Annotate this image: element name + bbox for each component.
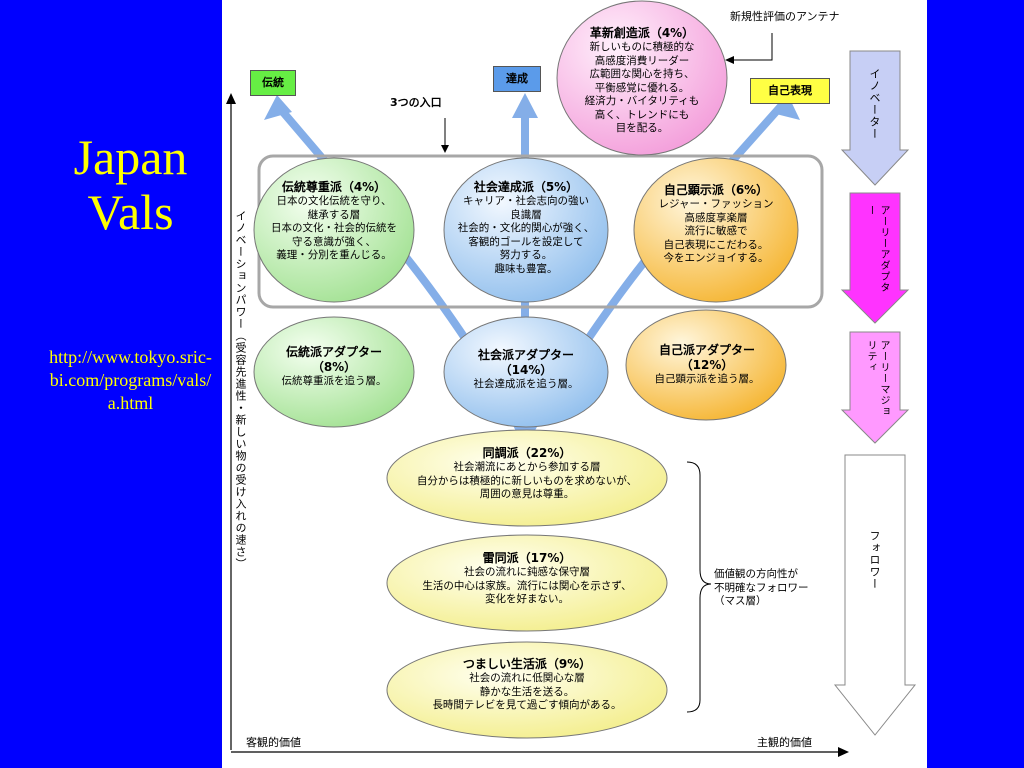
social-adapter-title: 社会派アダプター xyxy=(477,348,574,362)
tradition-adapter-text: 伝統派アダプター （8%） 伝統尊重派を追う層。 xyxy=(259,345,409,389)
follower-arrow-label: フォロワー xyxy=(868,530,881,590)
x-axis-right-label: 主観的価値 xyxy=(757,736,812,749)
social-adapter-desc: 社会達成派を追う層。 xyxy=(473,378,579,390)
self-expression-line: 自己表現にこだわる。 xyxy=(663,238,769,251)
achiever-line: 努力する。 xyxy=(499,249,553,261)
tradition-line: 継承する層 xyxy=(307,208,361,221)
conformist-text: 同調派（22%） 社会潮流にあとから参加する層 自分からは積極的に新しいものを求… xyxy=(397,446,657,502)
achiever-title: 社会達成派（5%） xyxy=(473,180,579,194)
brace-note-line: 価値観の方向性が xyxy=(714,568,798,580)
innovator-text: 革新創造派（4%） 新しいものに積極的な 高感度消費リーダー 広範囲な関心を持ち… xyxy=(567,26,717,136)
arrow-innovator xyxy=(840,50,910,186)
conformist-title: 同調派（22%） xyxy=(482,446,572,460)
circle-self-adapter xyxy=(625,309,787,421)
follower-title: 雷同派（17%） xyxy=(482,551,572,565)
tradition-title: 伝統尊重派（4%） xyxy=(281,180,387,194)
follower-line: 変化を好まない。 xyxy=(485,593,569,605)
arrow-early-adopter xyxy=(840,192,910,324)
social-adapter-pct: （14%） xyxy=(499,363,553,377)
brace-note-line: 不明確なフォロワー xyxy=(714,581,809,594)
tradition-adapter-title: 伝統派アダプター xyxy=(285,345,382,359)
achiever-line: 趣味も豊富。 xyxy=(494,262,558,275)
conformist-line: 周囲の意見は尊重。 xyxy=(479,488,575,500)
goal-tradition: 伝統 xyxy=(250,70,296,96)
goal-achievement: 達成 xyxy=(493,66,541,92)
vals-diagram: 伝統 達成 自己表現 新規性評価のアンテナ 3つの入口 革新創造派（4%） 新し… xyxy=(222,0,927,768)
circle-tradition xyxy=(253,157,415,303)
tradition-line: 日本の文化・社会的伝統を xyxy=(271,222,397,234)
self-adapter-pct: （12%） xyxy=(680,358,734,372)
entrances-label: 3つの入口 xyxy=(390,96,442,109)
arrowhead-self-expression xyxy=(772,95,800,120)
ellipse-frugal xyxy=(386,641,668,739)
early-adopter-arrow-label: アーリーアダプター xyxy=(865,205,889,293)
achiever-text: 社会達成派（5%） キャリア・社会志向の強い 良識層 社会的・文化的関心が強く、… xyxy=(449,180,603,276)
follower-text: 雷同派（17%） 社会の流れに鈍感な保守層 生活の中心は家族。流行には関心を示さ… xyxy=(397,551,657,607)
circle-tradition-adapter xyxy=(253,316,415,428)
self-expression-text: 自己顕示派（6%） レジャー・ファッション 高感度享楽層 流行に敏感で 自己表現… xyxy=(639,183,793,266)
achiever-line: 社会的・文化的関心が強く、 xyxy=(457,222,595,234)
brace-note: 価値観の方向性が 不明確なフォロワー （マス層） xyxy=(714,568,824,609)
frugal-text: つましい生活派（9%） 社会の流れに低関心な層 静かな生活を送る。 長時間テレビ… xyxy=(397,657,657,713)
arrowhead-tradition xyxy=(264,95,292,120)
frugal-title: つましい生活派（9%） xyxy=(462,657,592,671)
conformist-line: 社会潮流にあとから参加する層 xyxy=(453,461,601,473)
slide-title: Japan Vals xyxy=(73,129,188,240)
innovator-circle xyxy=(556,0,728,156)
self-adapter-desc: 自己顕示派を追う層。 xyxy=(654,373,760,385)
tradition-adapter-pct: （8%） xyxy=(311,360,357,374)
tradition-text: 伝統尊重派（4%） 日本の文化伝統を守り、 継承する層 日本の文化・社会的伝統を… xyxy=(259,180,409,263)
self-expression-line: 流行に敏感で xyxy=(684,225,748,237)
achiever-line: キャリア・社会志向の強い xyxy=(463,195,589,207)
diagram-graphics xyxy=(226,0,917,757)
self-expression-title: 自己顕示派（6%） xyxy=(663,183,769,197)
innovator-line: 新しいものに積極的な xyxy=(589,41,695,53)
frugal-line: 社会の流れに低関心な層 xyxy=(469,672,585,684)
circle-achiever xyxy=(443,157,609,303)
goal-self-expression: 自己表現 xyxy=(750,78,830,104)
ellipse-conformist xyxy=(386,429,668,527)
innovator-line: 平衡感覚に優れる。 xyxy=(594,81,690,94)
achiever-line: 客観的ゴールを設定して xyxy=(468,235,584,248)
tradition-adapter-desc: 伝統尊重派を追う層。 xyxy=(281,375,387,387)
axis-arrow-right xyxy=(838,747,849,757)
innovator-title: 革新創造派（4%） xyxy=(589,26,695,40)
achiever-line: 良識層 xyxy=(510,208,542,221)
tradition-line: 日本の文化伝統を守り、 xyxy=(276,195,392,207)
axis-arrow-up xyxy=(226,93,236,104)
self-expression-line: 今をエンジョイする。 xyxy=(663,252,769,264)
self-adapter-text: 自己派アダプター （12%） 自己顕示派を追う層。 xyxy=(630,343,784,387)
brace-note-line: （マス層） xyxy=(714,595,767,607)
innovator-line: 経済力・バイタリティも xyxy=(584,95,700,107)
innovator-line: 高感度消費リーダー xyxy=(594,54,690,67)
antenna-label: 新規性評価のアンテナ xyxy=(730,10,840,23)
social-adapter-text: 社会派アダプター （14%） 社会達成派を追う層。 xyxy=(449,348,603,392)
x-axis-left-label: 客観的価値 xyxy=(246,736,301,749)
vertical-axis-label: イノベーションパワー（受容先進性・新しい物の受け入れの速さ） xyxy=(234,210,247,570)
follower-line: 生活の中心は家族。流行には関心を示さず、 xyxy=(422,579,632,592)
arrow-follower xyxy=(833,454,917,736)
tradition-line: 守る意識が強く、 xyxy=(292,235,376,248)
early-majority-arrow-label: アーリーマジョリティ xyxy=(865,340,889,417)
frugal-line: 長時間テレビを見て過ごす傾向がある。 xyxy=(432,699,622,711)
arrow-early-majority xyxy=(840,331,910,444)
innovator-arrow-label: イノベーター xyxy=(868,68,881,140)
circle-self-expression xyxy=(633,157,799,303)
source-url[interactable]: http://www.tokyo.sric-bi.com/programs/va… xyxy=(49,347,212,413)
self-expression-line: 高感度享楽層 xyxy=(684,211,748,224)
follower-line: 社会の流れに鈍感な保守層 xyxy=(464,566,590,578)
tradition-line: 義理・分別を重んじる。 xyxy=(276,249,392,261)
self-expression-line: レジャー・ファッション xyxy=(658,198,774,210)
self-adapter-title: 自己派アダプター xyxy=(658,343,755,357)
innovator-line: 高く、トレンドにも xyxy=(594,108,690,121)
ellipse-follower xyxy=(386,534,668,632)
innovator-line: 広範囲な関心を持ち、 xyxy=(589,68,695,80)
bracket xyxy=(686,461,712,713)
circle-social-adapter xyxy=(443,316,609,428)
arrowhead-achievement xyxy=(512,93,538,118)
conformist-line: 自分からは積極的に新しいものを求めないが、 xyxy=(416,474,638,487)
innovator-line: 目を配る。 xyxy=(615,122,669,134)
frugal-line: 静かな生活を送る。 xyxy=(479,685,575,698)
